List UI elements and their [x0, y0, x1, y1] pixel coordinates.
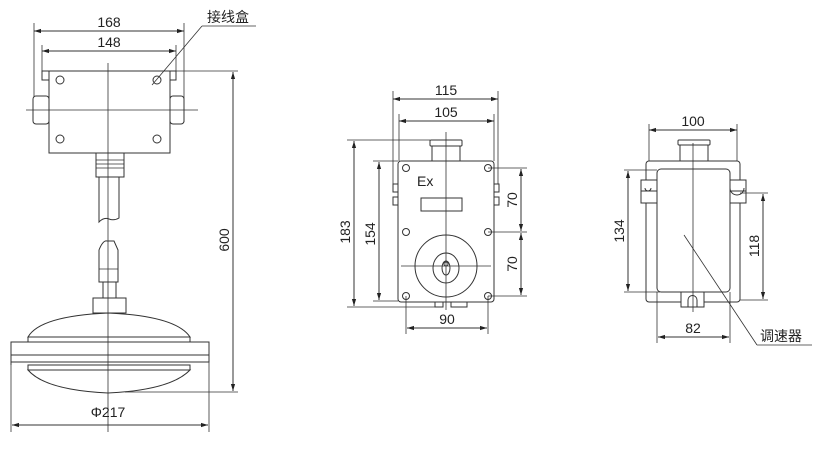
cable-lower: [98, 240, 119, 283]
speed-controller-view: 100 134 118 82 调速器: [611, 113, 812, 346]
dim-label-217: Φ217: [91, 404, 126, 420]
dim-label-70-lower: 70: [504, 256, 520, 272]
junction-box: [32, 70, 185, 154]
speed-controller-body: [656, 168, 731, 293]
dim-label-600: 600: [216, 228, 232, 252]
callout-leader-junction-box: [151, 25, 203, 86]
dim-label-134: 134: [611, 219, 627, 243]
cable-coupling: [95, 152, 125, 178]
dim-label-100: 100: [681, 113, 705, 129]
nameplate-slot: [420, 197, 463, 212]
dim-label-115: 115: [435, 82, 458, 98]
callout-junction-box: 接线盒: [207, 9, 249, 25]
sensor-assembly-view: 168 148: [10, 9, 256, 432]
dim-label-168: 168: [97, 14, 121, 30]
dim-label-82: 82: [685, 320, 701, 336]
dim-label-148: 148: [97, 34, 121, 50]
callout-speed-controller: 调速器: [760, 328, 802, 344]
probe-head: [10, 312, 210, 394]
dim-label-118: 118: [746, 235, 762, 258]
ex-marking: Ex: [417, 173, 433, 189]
dim-label-154: 154: [362, 222, 378, 246]
cable: [98, 177, 120, 224]
dim-label-70-upper: 70: [504, 192, 520, 208]
dim-label-90: 90: [439, 311, 455, 327]
dim-label-183: 183: [337, 220, 353, 244]
callout-leader-speed-controller: [683, 234, 758, 346]
dim-label-105: 105: [434, 104, 458, 120]
explosion-proof-box-view: 115 105 Ex 183: [337, 82, 527, 334]
